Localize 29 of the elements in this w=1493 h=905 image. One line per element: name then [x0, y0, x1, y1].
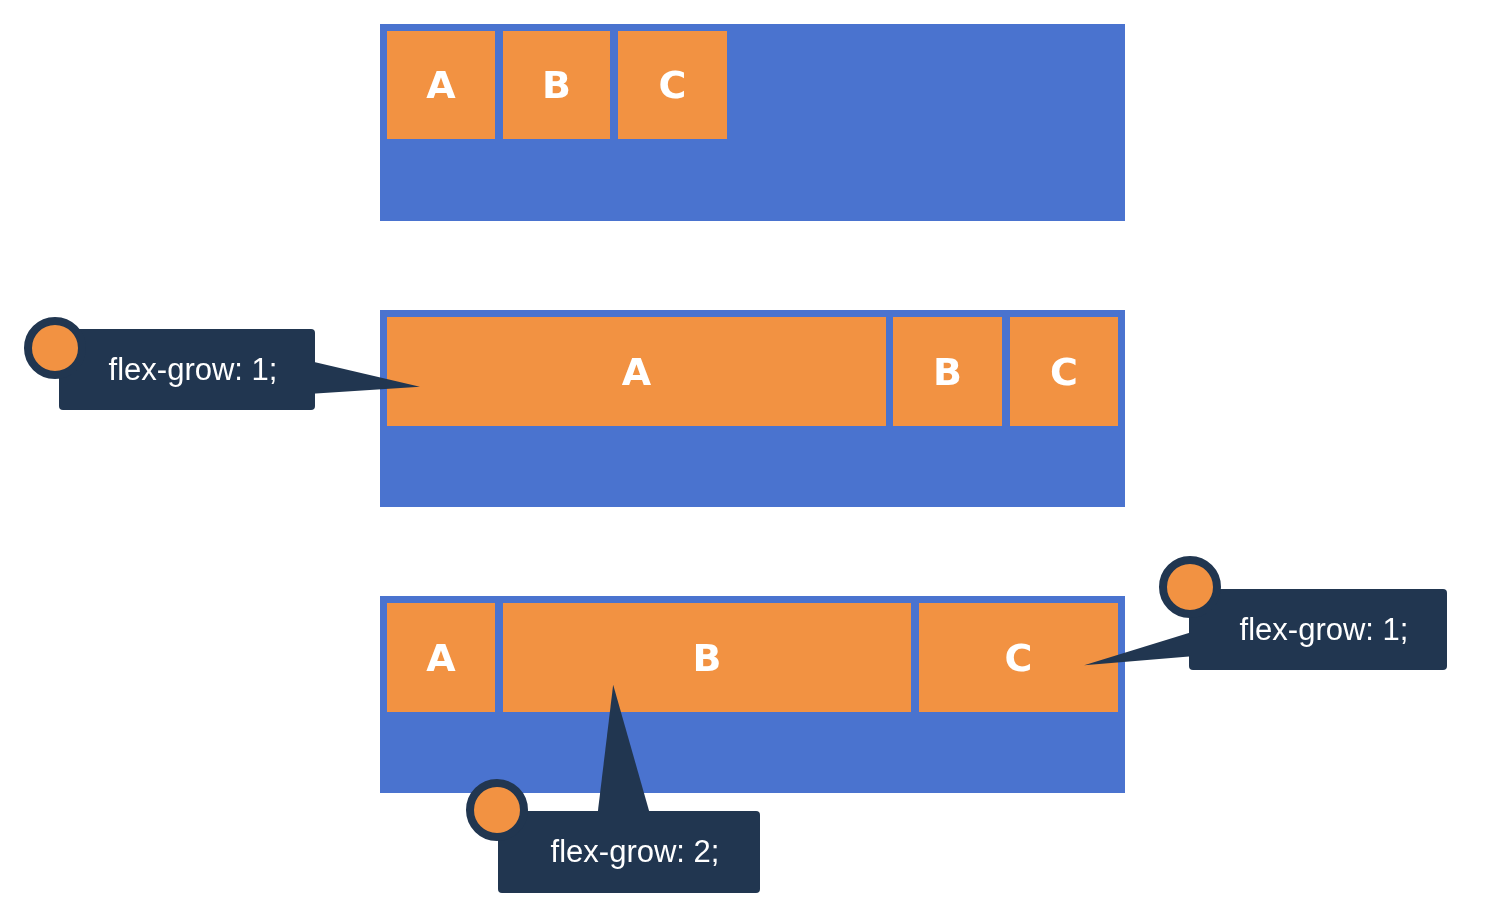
- item-letter: C: [1004, 635, 1033, 680]
- flex-item: [1010, 317, 1118, 426]
- item-letter: B: [692, 635, 722, 680]
- flex-item: [387, 603, 495, 712]
- leader-line: [312, 361, 420, 394]
- flex-item: [503, 31, 610, 139]
- item-letter: A: [426, 63, 456, 107]
- leader-line: [597, 684, 650, 814]
- flex-item: [919, 603, 1118, 712]
- callout-box: [59, 329, 315, 410]
- item-letter: B: [933, 349, 962, 394]
- item-letter: A: [621, 349, 652, 394]
- code-text: flex-grow: 1;: [1238, 611, 1409, 648]
- flex-item: [387, 317, 886, 426]
- flex-item: [387, 31, 495, 139]
- item-letter: A: [426, 635, 456, 680]
- flex-container: [380, 596, 1125, 793]
- code-text: flex-grow: 2;: [549, 834, 720, 870]
- flex-item: [618, 31, 727, 139]
- item-letter: C: [658, 63, 687, 107]
- flex-container: [380, 24, 1125, 221]
- flex-item: [503, 603, 911, 712]
- flex-item: [893, 317, 1002, 426]
- item-letter: C: [1050, 349, 1078, 394]
- code-text: flex-grow: 1;: [107, 351, 278, 388]
- item-letter: B: [542, 63, 571, 107]
- callout-box: [1189, 589, 1447, 670]
- leader-line: [1084, 631, 1192, 666]
- flex-container: [380, 310, 1125, 507]
